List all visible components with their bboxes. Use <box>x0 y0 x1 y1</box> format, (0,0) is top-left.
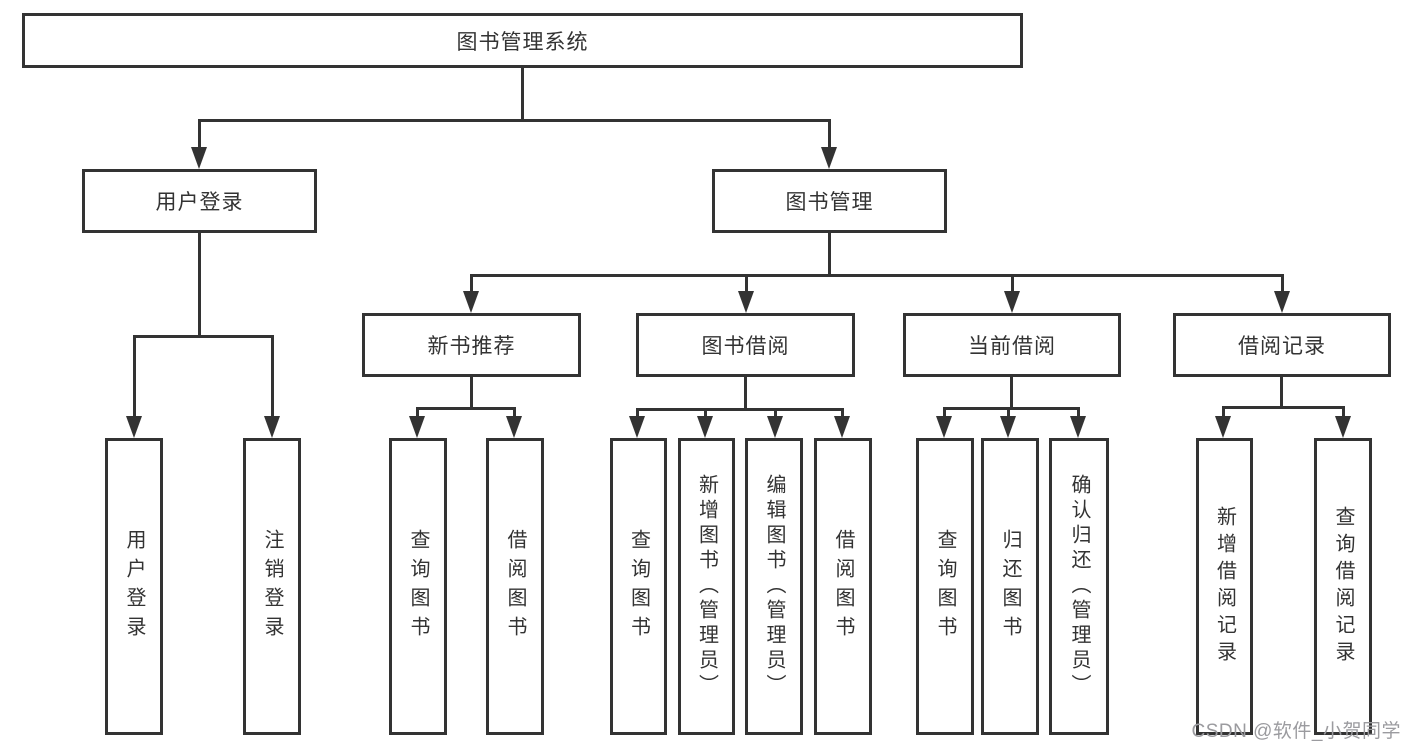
connector-book-mgmt-stem <box>828 233 831 274</box>
arrowhead-leaf <box>629 416 645 438</box>
node-label: 图书管理系统 <box>456 30 589 54</box>
leaf-label: 注销登录 <box>261 528 283 645</box>
connector-new-book-rail <box>417 407 516 410</box>
connector-level2-rail <box>199 119 829 122</box>
arrowhead-leaf <box>1000 416 1016 438</box>
leaf-borrow-book: 借阅图书 <box>814 438 872 735</box>
leaf-label: 借阅图书 <box>832 528 854 645</box>
connector-user-login-rail <box>134 335 272 338</box>
arrowhead-leaf <box>1215 416 1231 438</box>
arrowhead-leaf <box>834 416 850 438</box>
leaf-query-book-current: 查询图书 <box>916 438 974 735</box>
arrowhead-book-mgmt <box>821 147 837 169</box>
connector-drop-leaf <box>1222 406 1225 425</box>
connector-drop-current-borrow <box>1011 274 1014 304</box>
leaf-add-borrow-record: 新增借阅记录 <box>1196 438 1253 735</box>
connector-level3-rail <box>471 274 1283 277</box>
connector-drop-leaf <box>1342 406 1345 425</box>
arrowhead-logout-leaf <box>264 416 280 438</box>
node-book-management: 图书管理 <box>712 169 947 233</box>
leaf-label: 确认归还（管理员） <box>1068 474 1090 699</box>
node-label: 图书管理 <box>785 191 874 214</box>
leaf-borrow-book-recommend: 借阅图书 <box>486 438 544 735</box>
leaf-label: 查询图书 <box>407 528 429 645</box>
connector-book-borrow-rail <box>637 408 844 411</box>
node-label: 当前借阅 <box>968 335 1056 358</box>
leaf-add-book-admin: 新增图书（管理员） <box>678 438 735 735</box>
arrowhead-login-leaf <box>126 416 142 438</box>
arrowhead-leaf <box>1335 416 1351 438</box>
connector-drop-borrow-record <box>1281 274 1284 304</box>
node-label: 借阅记录 <box>1238 335 1326 358</box>
leaf-user-login: 用户登录 <box>105 438 163 735</box>
arrowhead-leaf <box>409 416 425 438</box>
connector-book-borrow-stem <box>744 377 747 410</box>
leaf-edit-book-admin: 编辑图书（管理员） <box>745 438 803 735</box>
node-label: 用户登录 <box>155 191 244 214</box>
connector-drop-book-mgmt <box>828 119 831 159</box>
arrowhead-leaf <box>697 416 713 438</box>
leaf-label: 借阅图书 <box>504 528 526 645</box>
node-label: 新书推荐 <box>427 335 516 358</box>
connector-drop-user-login <box>198 119 201 159</box>
arrowhead-book-borrow <box>738 291 754 313</box>
node-new-book-recommend: 新书推荐 <box>362 313 581 377</box>
connector-current-borrow-rail <box>944 407 1080 410</box>
leaf-label: 新增借阅记录 <box>1213 505 1236 668</box>
csdn-watermark: CSDN @软件_小贺同学 <box>1191 721 1401 742</box>
node-book-borrow: 图书借阅 <box>636 313 855 377</box>
arrowhead-leaf <box>1070 416 1086 438</box>
arrowhead-leaf <box>936 416 952 438</box>
leaf-query-book-recommend: 查询图书 <box>389 438 447 735</box>
node-label: 图书借阅 <box>701 335 790 358</box>
node-library-system: 图书管理系统 <box>22 13 1023 68</box>
connector-borrow-record-rail <box>1223 406 1344 409</box>
node-current-borrow: 当前借阅 <box>903 313 1121 377</box>
arrowhead-current-borrow <box>1004 291 1020 313</box>
leaf-label: 查询图书 <box>627 528 650 645</box>
leaf-label: 归还图书 <box>999 528 1021 645</box>
leaf-label: 用户登录 <box>123 528 145 645</box>
arrowhead-new-book <box>463 291 479 313</box>
connector-user-login-stem <box>198 233 201 335</box>
leaf-query-borrow-record: 查询借阅记录 <box>1314 438 1372 735</box>
leaf-confirm-return-admin: 确认归还（管理员） <box>1049 438 1109 735</box>
node-user-login: 用户登录 <box>82 169 317 233</box>
leaf-label: 查询借阅记录 <box>1332 505 1354 668</box>
connector-new-book-stem <box>470 377 473 409</box>
connector-current-borrow-stem <box>1010 377 1013 409</box>
connector-drop-logout-leaf <box>271 335 274 425</box>
arrowhead-leaf <box>767 416 783 438</box>
leaf-label: 编辑图书（管理员） <box>763 474 785 699</box>
leaf-label: 查询图书 <box>934 528 956 645</box>
connector-drop-new-book <box>470 274 473 304</box>
connector-root-stem <box>521 68 524 119</box>
arrowhead-borrow-record <box>1274 291 1290 313</box>
connector-drop-book-borrow <box>745 274 748 304</box>
leaf-logout: 注销登录 <box>243 438 301 735</box>
node-borrow-record: 借阅记录 <box>1173 313 1391 377</box>
leaf-return-book: 归还图书 <box>981 438 1039 735</box>
arrowhead-leaf <box>506 416 522 438</box>
connector-drop-login-leaf <box>133 335 136 425</box>
arrowhead-user-login <box>191 147 207 169</box>
leaf-query-book-borrow: 查询图书 <box>610 438 667 735</box>
connector-borrow-record-stem <box>1280 377 1283 408</box>
leaf-label: 新增图书（管理员） <box>695 474 718 699</box>
